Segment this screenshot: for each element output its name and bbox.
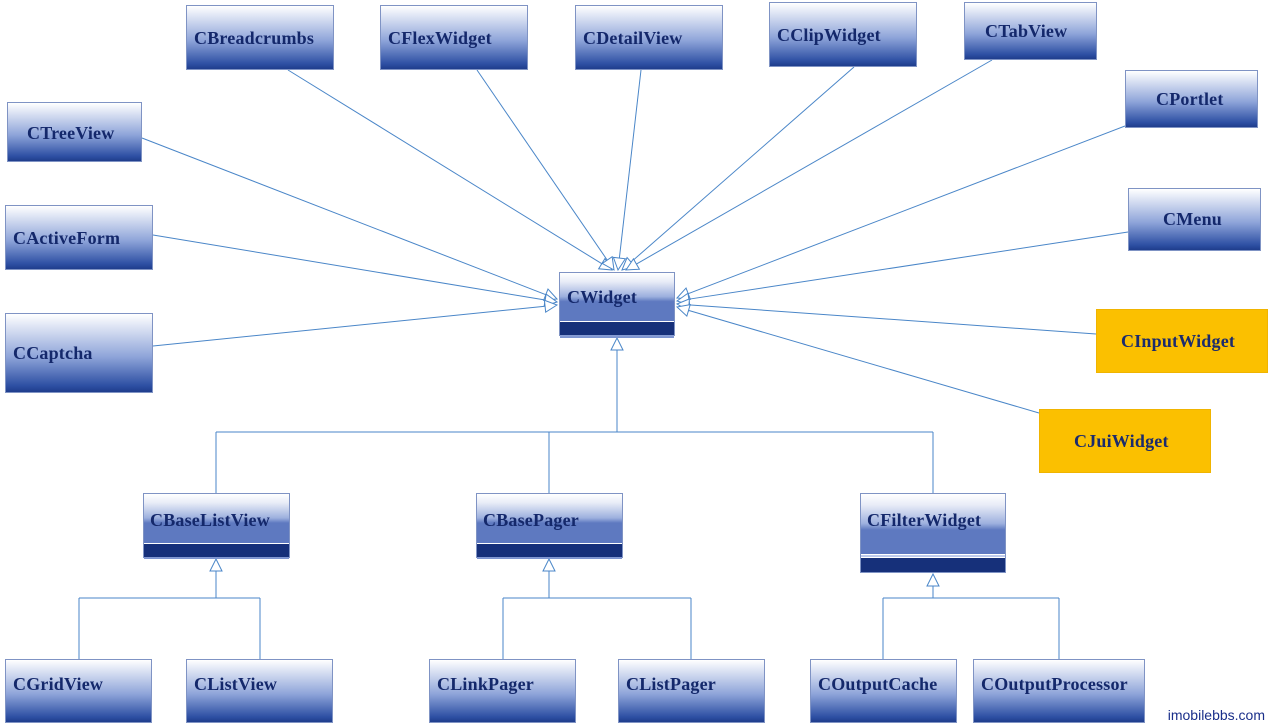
class-clistpager: CListPager	[618, 659, 765, 723]
class-cportlet: CPortlet	[1125, 70, 1258, 128]
arrowhead-cjuiwidget	[675, 303, 691, 318]
edge-cflexwidget-to-cwidget	[476, 69, 608, 261]
edge-cmenu-to-cwidget	[688, 231, 1129, 300]
edge-cportlet-to-cwidget	[688, 125, 1126, 295]
class-methods-compartment	[861, 557, 1005, 572]
class-label: CTabView	[985, 21, 1068, 41]
class-methods-compartment	[477, 543, 622, 557]
class-cinputwidget: CInputWidget	[1096, 309, 1268, 373]
edge-ctabview-to-cwidget	[636, 59, 993, 265]
class-label: CListPager	[626, 674, 716, 694]
edge-cclipwidget-to-cwidget	[630, 66, 855, 263]
class-label: CJuiWidget	[1074, 431, 1169, 451]
class-label: CPortlet	[1156, 89, 1224, 109]
arrowhead-cflexwidget	[601, 255, 615, 271]
class-label: CClipWidget	[777, 25, 881, 45]
class-cflexwidget: CFlexWidget	[380, 5, 528, 70]
edge-ctreeview-to-cwidget	[141, 137, 546, 296]
class-cbaselistview: CBaseListView	[143, 493, 290, 559]
class-label: CFilterWidget	[867, 510, 982, 530]
class-methods-compartment	[144, 543, 289, 557]
class-label: CInputWidget	[1121, 331, 1236, 351]
class-cactiveform: CActiveForm	[5, 205, 153, 270]
arrowhead-cfilterwidget	[926, 572, 940, 587]
class-label: CListView	[194, 674, 278, 694]
class-label: CMenu	[1163, 209, 1222, 229]
class-label: CWidget	[567, 287, 638, 307]
class-ctreeview: CTreeView	[7, 102, 142, 162]
edge-cbreadcrumbs-to-cwidget	[287, 69, 603, 265]
class-clistview: CListView	[186, 659, 333, 723]
arrowhead-cbasepager	[542, 557, 556, 572]
edge-cactiveform-to-cwidget	[152, 234, 546, 301]
class-label: CTreeView	[27, 123, 115, 143]
class-label: CGridView	[13, 674, 104, 694]
class-label: CBasePager	[483, 510, 579, 530]
class-coutputcache: COutputCache	[810, 659, 957, 723]
edge-cjuiwidget-to-cwidget	[688, 309, 1040, 414]
class-ccaptcha: CCaptcha	[5, 313, 153, 393]
class-label: COutputProcessor	[981, 674, 1128, 694]
class-cfilterwidget: CFilterWidget	[860, 493, 1006, 573]
class-label: CLinkPager	[437, 674, 535, 694]
class-cjuiwidget: CJuiWidget	[1039, 409, 1211, 473]
class-label: COutputCache	[818, 674, 938, 694]
class-cdetailview: CDetailView	[575, 5, 723, 70]
class-cmenu: CMenu	[1128, 188, 1261, 251]
edge-ccaptcha-to-cwidget	[152, 305, 546, 347]
class-label: CDetailView	[583, 28, 683, 48]
class-cclipwidget: CClipWidget	[769, 2, 917, 67]
edge-cdetailview-to-cwidget	[618, 69, 642, 259]
class-label: CActiveForm	[13, 228, 121, 248]
class-cgridview: CGridView	[5, 659, 152, 723]
watermark: imobilebbs.com	[1167, 707, 1265, 723]
class-ctabview: CTabView	[964, 2, 1097, 60]
class-coutputprocessor: COutputProcessor	[973, 659, 1145, 723]
class-cwidget: CWidget	[559, 272, 675, 338]
class-label: CBaseListView	[150, 510, 270, 530]
class-label: CBreadcrumbs	[194, 28, 315, 48]
class-label: CCaptcha	[13, 343, 93, 363]
edge-cinputwidget-to-cwidget	[688, 304, 1097, 335]
class-cbreadcrumbs: CBreadcrumbs	[186, 5, 334, 70]
class-cbasepager: CBasePager	[476, 493, 623, 559]
class-clinkpager: CLinkPager	[429, 659, 576, 723]
class-methods-compartment	[560, 321, 674, 335]
arrowhead-cbaselistview	[209, 557, 223, 572]
arrowhead-tree-cwidget	[610, 336, 624, 351]
class-label: CFlexWidget	[388, 28, 492, 48]
